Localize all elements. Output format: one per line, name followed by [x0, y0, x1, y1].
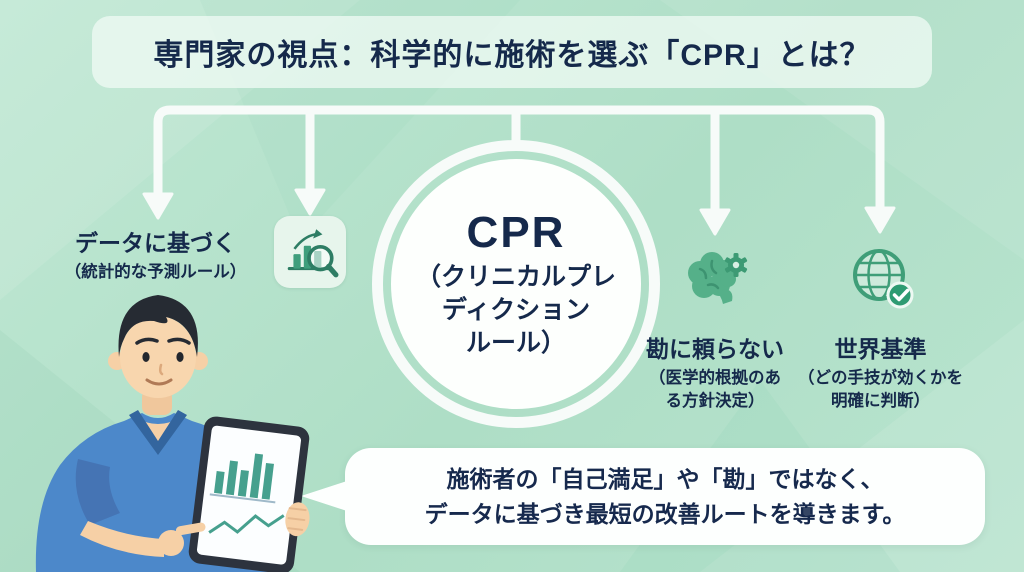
item-global-standard: 世界基準 （どの手技が効くかを 明確に判断）	[788, 330, 973, 413]
tablet-bar-chart	[209, 453, 276, 504]
hair	[118, 295, 198, 357]
bar-chart-magnifier-graphic	[287, 229, 339, 278]
arrowhead-brain	[699, 208, 731, 236]
speech-bubble: 施術者の「自己満足」や「勘」ではなく、 データに基づき最短の改善ルートを導きます…	[301, 448, 985, 545]
therapist-illustration	[35, 295, 310, 572]
page-title: 専門家の視点：科学的に施術を選ぶ「CPR」とは？	[153, 39, 871, 72]
brain-gear-icon	[688, 252, 748, 304]
check-badge	[886, 281, 914, 309]
item-data-driven: データに基づく （統計的な予測ルール）	[38, 224, 273, 284]
arrowhead-chart	[294, 188, 326, 216]
cpr-name-line: ルール）	[465, 329, 566, 357]
tablet-line-chart	[208, 514, 285, 534]
item-no-guesswork-sub: （医学的根拠のあ る方針決定）	[649, 369, 781, 410]
item-global-standard-label: 世界基準	[834, 336, 927, 362]
item-data-driven-label: データに基づく	[75, 230, 236, 256]
gear-glyph	[724, 253, 748, 277]
cpr-name-line: （クリニカルプレ	[415, 263, 616, 291]
cpr-name-line: ディクション	[441, 296, 591, 324]
item-data-driven-sub: （統計的な予測ルール）	[64, 263, 247, 281]
tablet	[188, 416, 310, 572]
item-global-standard-sub: （どの手技が効くかを 明確に判断）	[798, 369, 963, 410]
globe-check-icon	[853, 249, 914, 309]
gripping-hand	[285, 502, 310, 537]
arrowhead-data	[142, 192, 174, 220]
speech-bubble-tail	[301, 481, 347, 511]
bar-chart-magnifier-icon	[274, 216, 346, 288]
outer-arrow-line	[153, 105, 885, 210]
cpr-circle: CPR （クリニカルプレ ディクション ルール）	[391, 159, 641, 409]
cpr-circle-ring	[372, 140, 660, 428]
speech-bubble-line: データに基づき最短の改善ルートを導きます。	[424, 500, 906, 527]
title-banner: 専門家の視点：科学的に施術を選ぶ「CPR」とは？	[92, 16, 932, 88]
pointing-hand	[158, 522, 206, 556]
arrowhead-globe	[864, 206, 896, 234]
face	[120, 316, 196, 398]
speech-bubble-line: 施術者の「自己満足」や「勘」ではなく、	[446, 465, 884, 492]
item-no-guesswork: 勘に頼らない （医学的根拠のあ る方針決定）	[618, 330, 812, 413]
item-no-guesswork-label: 勘に頼らない	[646, 336, 784, 362]
cpr-acronym: CPR	[466, 208, 566, 257]
